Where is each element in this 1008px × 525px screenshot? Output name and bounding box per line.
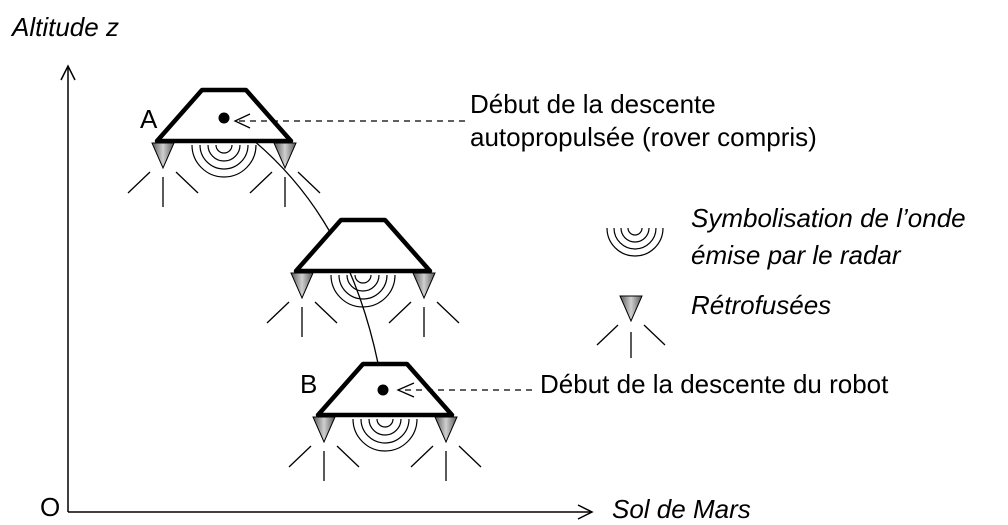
legend-radar-symbol [606,227,664,257]
point-a-dot [218,112,230,124]
y-axis-arrow [60,64,76,81]
pointer-b [396,382,532,398]
lander-b [289,364,481,481]
point-a-label: A [140,104,158,134]
robot-descent-text: Début de la descente du robot [540,369,889,399]
axes [60,64,594,520]
x-axis-label: Sol de Mars [612,494,751,524]
pointer-a [233,113,465,129]
legend-retro-label: Rétrofusées [691,290,832,320]
legend-radar-line1: Symbolisation de l’onde [691,203,966,233]
point-b-label: B [300,369,318,399]
legend-retro-symbol [596,295,666,358]
descent-start-text-line2: autopropulsée (rover compris) [470,122,817,152]
lander-mid [267,220,459,337]
y-axis-label: Altitude z [12,12,119,42]
x-axis-arrow [577,504,594,520]
origin-label: O [40,492,61,522]
point-b-dot [377,384,389,396]
descent-start-text-line1: Début de la descente [470,89,716,119]
legend-radar-line2: émise par le radar [691,240,901,270]
